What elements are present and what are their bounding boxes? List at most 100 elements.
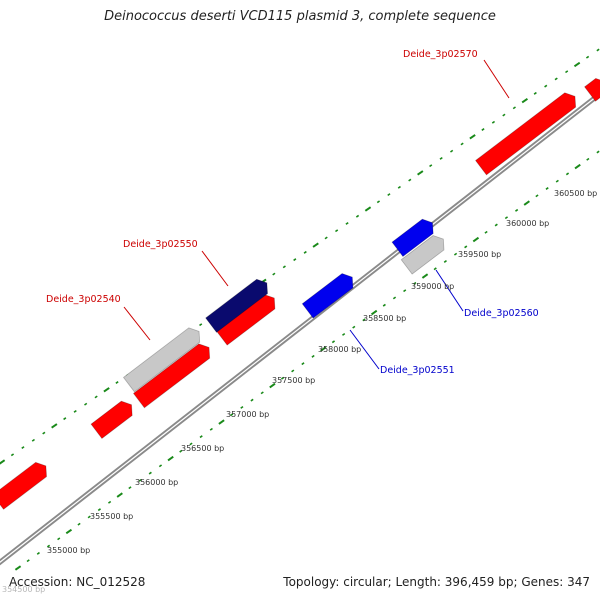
backbone [0,90,600,566]
scale-label: 356500 bp [181,444,224,453]
gene-label-leader [483,59,510,99]
major-tick [14,565,22,571]
major-tick [167,455,174,462]
scale-label: 357000 bp [226,410,269,419]
minor-tick [514,208,519,212]
minor-tick [392,296,397,300]
minor-tick [502,113,506,117]
gene-arrow [301,273,354,319]
scale-label: 360500 bp [554,189,597,198]
minor-tick [301,362,305,366]
major-tick [472,236,480,243]
minor-tick [565,172,570,176]
major-tick [523,200,530,206]
minor-tick [128,486,132,490]
topology-summary: Topology: circular; Length: 396,459 bp; … [283,575,590,589]
major-tick [218,419,225,425]
minor-tick [10,453,15,457]
gene-arrow [400,235,445,275]
major-tick [573,61,581,68]
major-tick [574,163,581,170]
gene-label: Deide_3p02560 [464,308,539,319]
major-tick [116,492,123,498]
scale-label: 359500 bp [458,250,501,259]
gene-deide-3p02570 [475,92,577,176]
major-tick [0,459,6,465]
minor-tick [433,267,437,271]
inner-tick-row [14,150,600,571]
minor-tick [107,500,112,504]
minor-tick [260,391,264,395]
minor-tick [209,427,213,431]
gene-label: Deide_3p02570 [403,49,478,60]
major-tick [320,346,327,352]
minor-tick [413,281,417,285]
minor-tick [73,409,77,413]
minor-tick [342,332,346,336]
minor-tick [230,413,234,417]
minor-tick [280,376,285,380]
minor-tick [397,185,401,189]
gene-label-leader [201,250,229,287]
minor-tick [158,464,163,468]
minor-tick [84,402,88,406]
minor-tick [565,70,569,74]
minor-tick [464,245,468,249]
minor-tick [535,194,539,198]
gene-label-leader [349,329,380,370]
gene-deide-3p02550 [205,278,268,333]
scale-label: 356000 bp [135,478,178,487]
minor-tick [544,84,548,88]
gene-label-leader [435,269,464,312]
minor-tick [324,236,328,240]
minor-tick [352,325,356,329]
minor-tick [250,398,254,402]
gene-arrow [391,218,434,258]
minor-tick [443,260,447,263]
gene-features [0,77,600,510]
major-tick [370,309,378,316]
minor-tick [189,442,193,446]
minor-tick [31,438,35,442]
minor-tick [345,222,349,225]
minor-tick [331,340,336,344]
minor-tick [481,128,485,131]
major-tick [469,134,476,140]
minor-tick [439,156,443,160]
gene-arrow [475,92,577,176]
gene-label: Deide_3p02551 [380,365,455,376]
minor-tick [97,508,102,512]
minor-tick [94,395,98,399]
gene-label: Deide_3p02540 [46,294,121,305]
minor-tick [491,120,496,124]
gene-reverse-mid [301,273,354,319]
gene-label: Deide_3p02550 [123,239,198,250]
minor-tick [460,142,464,146]
gene-arrow [122,327,201,393]
minor-tick [429,164,433,168]
gene-label-leader [123,306,151,341]
minor-tick [199,435,203,439]
minor-tick [362,318,366,322]
minor-tick [355,214,360,218]
major-tick [103,387,110,393]
outer-tick-row [0,48,600,465]
minor-tick [545,187,549,190]
gene-arrow [132,343,211,409]
minor-tick [272,272,276,276]
minor-tick [311,354,315,358]
gene-arrow [584,77,600,102]
minor-tick [293,258,297,262]
map-title: Deinococcus deserti VCD115 plasmid 3, co… [104,9,496,24]
minor-tick [303,250,307,254]
gene-reverse-upper [391,218,434,258]
minor-tick [382,303,386,307]
major-tick [51,423,58,429]
major-tick [269,382,276,389]
gene-grey-right [400,235,445,275]
minor-tick [334,229,339,233]
minor-tick [453,252,458,256]
minor-tick [87,515,91,519]
